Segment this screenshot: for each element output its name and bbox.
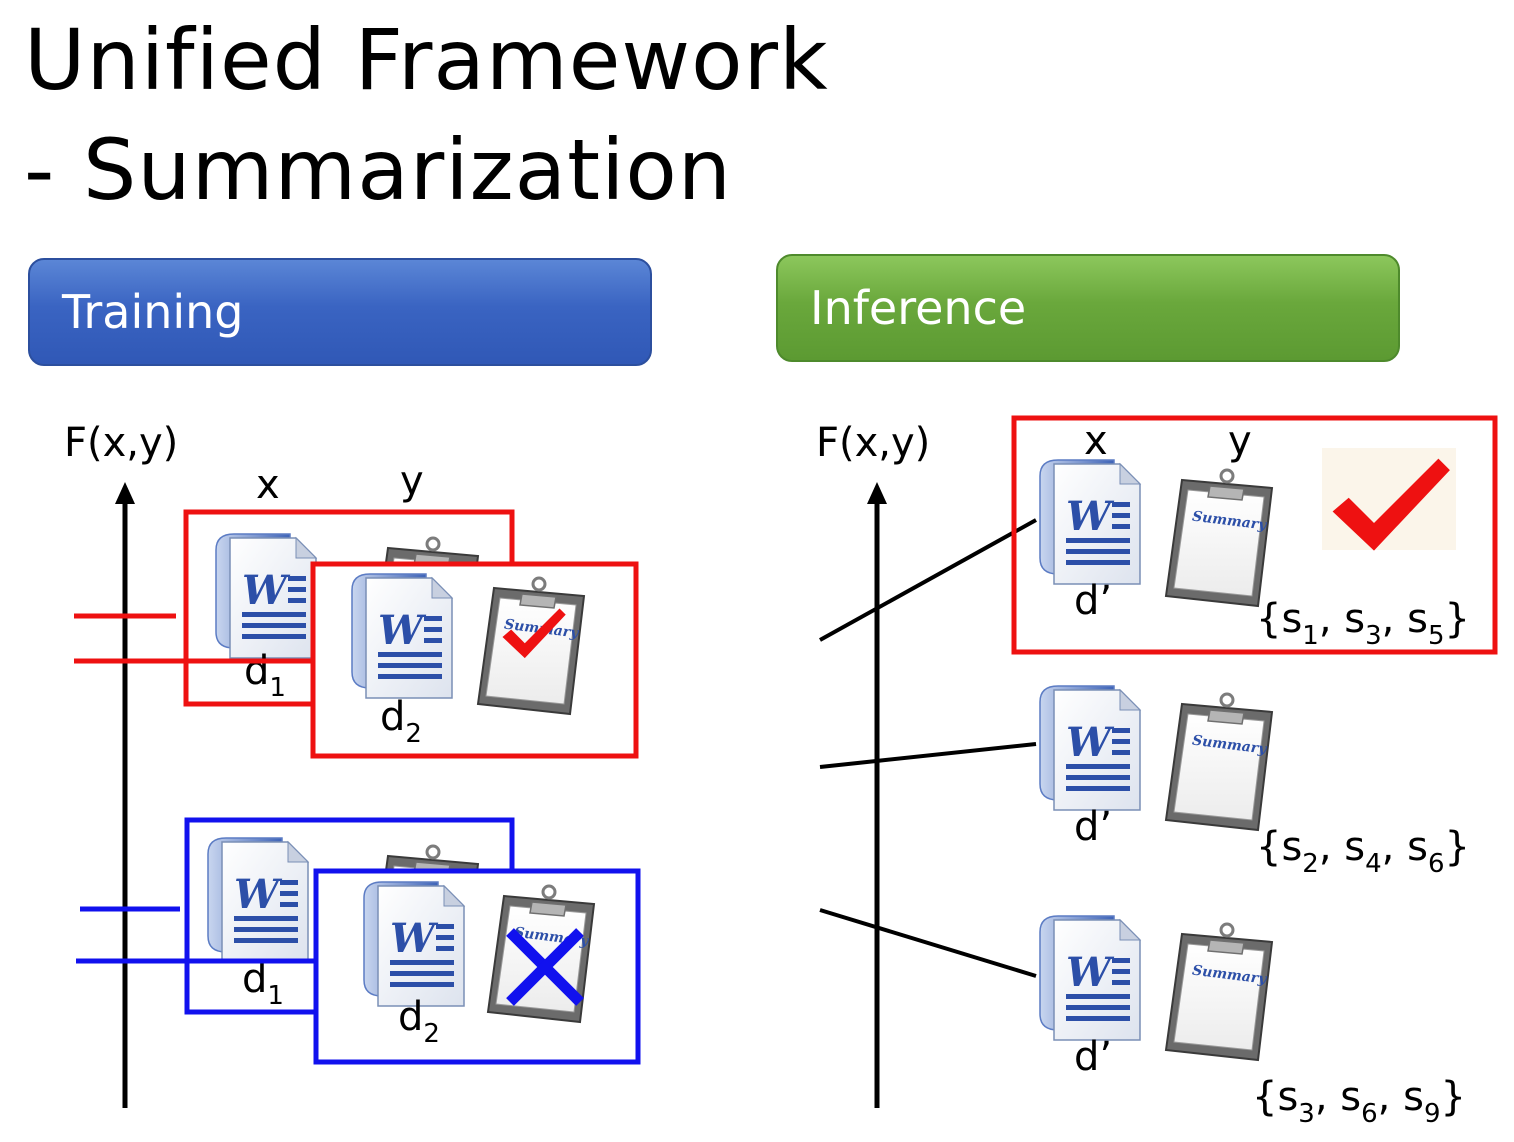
training-banner: Training <box>28 258 652 366</box>
summary-set-1: {s1, s3, s5} <box>1256 596 1470 651</box>
inference-score-line-1 <box>819 518 1037 642</box>
doc-label-d2: d2 <box>398 994 440 1049</box>
word-document-icon <box>1039 459 1141 585</box>
blue-cross-icon <box>506 928 584 1006</box>
summary-set-2: {s2, s4, s6} <box>1256 824 1470 879</box>
inference-score-line-3 <box>819 908 1037 978</box>
training-col-x-label: x <box>256 462 280 508</box>
training-axis-arrowhead <box>115 482 135 504</box>
inference-banner-label: Inference <box>810 281 1027 335</box>
word-document-icon <box>1039 685 1141 811</box>
word-document-icon <box>351 573 453 699</box>
doc-label-dprime-1: d’ <box>1074 578 1112 624</box>
word-document-icon <box>363 881 465 1007</box>
doc-label-dprime-3: d’ <box>1074 1034 1112 1080</box>
title-line-1: Unified Framework <box>24 11 829 109</box>
training-col-y-label: y <box>400 458 424 504</box>
word-document-icon <box>215 533 317 659</box>
clipboard-summary-icon <box>1164 468 1274 608</box>
inference-col-x-label: x <box>1084 418 1108 464</box>
clipboard-summary-icon <box>1164 692 1274 832</box>
doc-label-d1: d1 <box>244 648 286 703</box>
clipboard-summary-icon <box>1164 922 1274 1062</box>
inference-col-y-label: y <box>1228 418 1252 464</box>
inference-best-candidate-box <box>1011 415 1498 655</box>
doc-label-d2: d2 <box>380 694 422 749</box>
doc-label-dprime-2: d’ <box>1074 804 1112 850</box>
word-document-icon <box>1039 915 1141 1041</box>
summary-set-3: {s3, s6, s9} <box>1252 1074 1466 1129</box>
inference-banner: Inference <box>776 254 1400 362</box>
training-banner-label: Training <box>62 285 244 339</box>
word-document-icon <box>207 837 309 963</box>
inference-axis-label: F(x,y) <box>816 420 930 466</box>
doc-label-d1: d1 <box>242 956 284 1011</box>
title-line-2: - Summarization <box>24 121 733 219</box>
training-axis-label: F(x,y) <box>64 420 178 466</box>
inference-score-line-2 <box>819 742 1037 769</box>
inference-axis-arrowhead <box>867 482 887 504</box>
